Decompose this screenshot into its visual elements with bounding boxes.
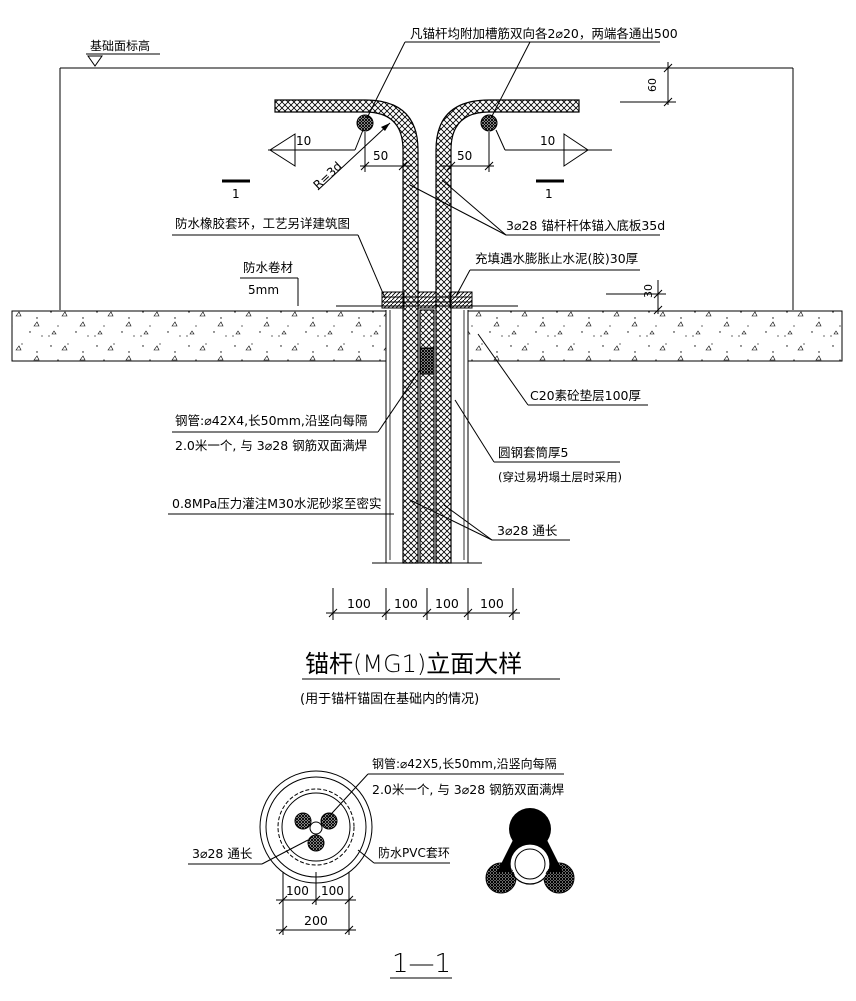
note-hook-bars: 凡锚杆均附加槽筋双向各2⌀20，两端各通出500 xyxy=(366,26,678,119)
note-rubber-ring: 防水橡胶套环，工艺另详建筑图 xyxy=(172,216,386,299)
note-sleeve-line2: (穿过易坍塌土层时采用) xyxy=(498,470,622,484)
dim-30-label: 30 xyxy=(642,284,655,298)
note-fill-text: 充填遇水膨胀止水泥(胶)30厚 xyxy=(475,251,638,266)
title-section-text: 1—1 xyxy=(392,949,451,979)
note-pipe-line1: 钢管:⌀42X4,长50mm,沿竖向每隔 xyxy=(175,413,367,428)
note-grout: 0.8MPa压力灌注M30水泥砂浆至密实 xyxy=(168,496,394,515)
dim-60: 60 xyxy=(620,62,676,107)
title-sub: (用于锚杆锚固在基础内的情况) xyxy=(300,691,479,707)
title-main: 锚杆(MG1)立面大样 xyxy=(305,650,522,678)
dim-50-right: 50 xyxy=(440,132,494,172)
note-full-length-text: 3⌀28 通长 xyxy=(497,523,558,538)
section-dim-200: 200 xyxy=(304,913,328,928)
waterproof-rubber-ring xyxy=(336,291,518,309)
radius-label: R=3d xyxy=(310,159,344,192)
rebar-right xyxy=(435,99,580,564)
note-sleeve: 圆钢套筒厚5 (穿过易坍塌土层时采用) xyxy=(454,399,622,484)
note-pipe: 钢管:⌀42X4,长50mm,沿竖向每隔 2.0米一个, 与 3⌀28 钢筋双面… xyxy=(172,369,421,453)
rebar-left xyxy=(274,99,419,564)
dim-100-d: 100 xyxy=(480,596,504,611)
rebar-center xyxy=(419,309,435,564)
dim-50-left-label: 50 xyxy=(373,149,388,163)
transverse-bar-left xyxy=(356,114,374,132)
steel-sleeve xyxy=(389,310,465,560)
section-pvc-text: 防水PVC套环 xyxy=(378,845,450,860)
note-c20: C20素砼垫层100厚 xyxy=(477,333,648,406)
section-dim-100-a: 100 xyxy=(286,884,309,898)
note-sleeve-line1: 圆钢套筒厚5 xyxy=(498,445,568,460)
section-note-pipe: 钢管:⌀42X5,长50mm,沿竖向每隔 2.0米一个, 与 3⌀28 钢筋双面… xyxy=(321,756,564,825)
dim-100-c: 100 xyxy=(435,596,459,611)
section-cut-right-label: 1 xyxy=(545,187,553,201)
dim-chain-bottom: 100 100 100 100 xyxy=(326,588,520,620)
foundation-top-label: 基础面标高 xyxy=(90,38,150,53)
foundation-outline xyxy=(59,67,794,310)
note-rebar-anchor: 3⌀28 锚杆杆体锚入底板35d xyxy=(409,179,665,236)
dim-100-a: 100 xyxy=(347,596,371,611)
note-membrane-text: 防水卷材 xyxy=(243,260,293,275)
dim-60-label: 60 xyxy=(646,78,659,92)
section-cut-left: 1 xyxy=(222,179,250,201)
section-pipe-line1: 钢管:⌀42X5,长50mm,沿竖向每隔 xyxy=(372,756,557,771)
dim-100-b: 100 xyxy=(394,596,418,611)
section-note-rebar: 3⌀28 通长 xyxy=(188,839,309,865)
note-hook-bars-text: 凡锚杆均附加槽筋双向各2⌀20，两端各通出500 xyxy=(410,26,678,41)
section-symbol-left: 10 xyxy=(268,129,364,167)
rebar-cluster-detail xyxy=(485,808,575,894)
title-section: 1—1 xyxy=(390,949,452,979)
note-membrane: 防水卷材 5mm xyxy=(240,260,299,306)
section-symbol-right: 10 xyxy=(495,129,612,167)
foundation-level-mark: 基础面标高 xyxy=(86,38,160,67)
note-rubber-ring-text: 防水橡胶套环，工艺另详建筑图 xyxy=(175,216,350,231)
transverse-bar-right xyxy=(480,114,498,132)
note-c20-text: C20素砼垫层100厚 xyxy=(530,388,641,403)
note-grout-text: 0.8MPa压力灌注M30水泥砂浆至密实 xyxy=(172,496,382,511)
note-fill: 充填遇水膨胀止水泥(胶)30厚 xyxy=(455,251,640,297)
section-pipe-line2: 2.0米一个, 与 3⌀28 钢筋双面满焊 xyxy=(372,782,564,797)
title-elevation: 锚杆(MG1)立面大样 (用于锚杆锚固在基础内的情况) xyxy=(300,650,560,707)
section-dim-100-b: 100 xyxy=(321,884,344,898)
note-full-length: 3⌀28 通长 xyxy=(409,499,570,541)
note-pipe-line2: 2.0米一个, 与 3⌀28 钢筋双面满焊 xyxy=(175,438,367,453)
section-num-left: 10 xyxy=(296,134,311,148)
section-num-right: 10 xyxy=(540,134,555,148)
dim-30: 30 xyxy=(606,280,666,315)
section-dims: 100 100 200 xyxy=(276,872,356,935)
section-note-pvc: 防水PVC套环 xyxy=(357,845,450,864)
section-rebar-text: 3⌀28 通长 xyxy=(192,846,253,861)
dim-50-left: 50 xyxy=(360,132,412,172)
note-rebar-anchor-text: 3⌀28 锚杆杆体锚入底板35d xyxy=(506,218,665,233)
section-cut-right: 1 xyxy=(536,179,564,201)
section-cut-left-label: 1 xyxy=(232,187,240,201)
membrane-thickness-label: 5mm xyxy=(248,283,279,297)
dim-50-right-label: 50 xyxy=(457,149,472,163)
